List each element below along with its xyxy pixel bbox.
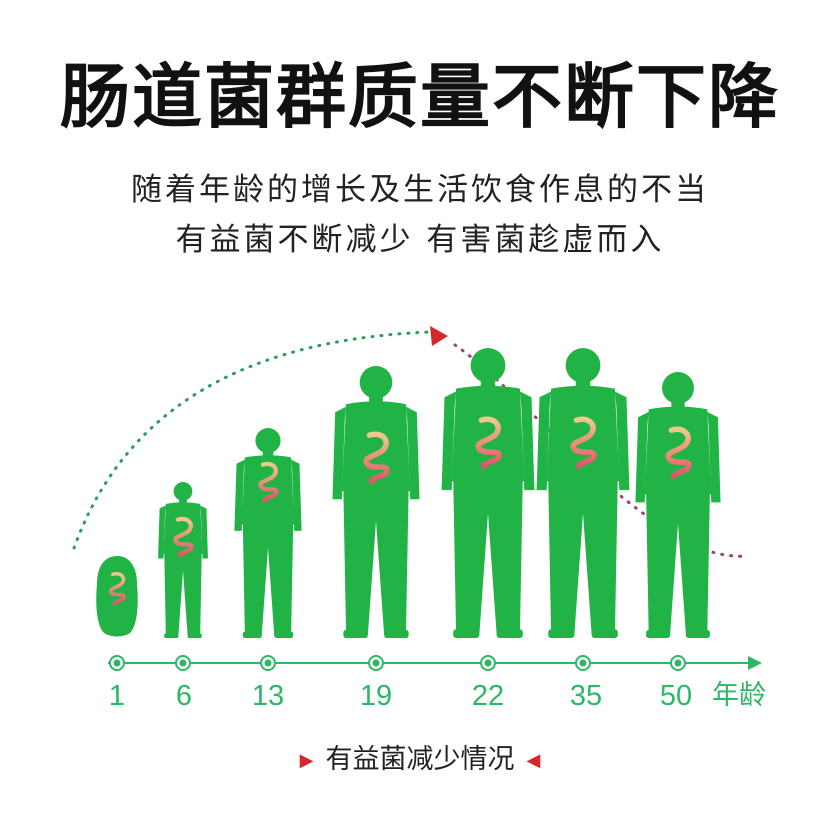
age-label-50: 50 bbox=[659, 680, 693, 712]
legend: ▶ 有益菌减少情况 ◀ bbox=[0, 742, 840, 779]
person-silhouette-icon bbox=[441, 348, 535, 638]
legend-triangle-left-icon: ◀ bbox=[526, 749, 541, 771]
age-label-6: 6 bbox=[175, 680, 193, 712]
person-silhouette-icon bbox=[332, 366, 420, 638]
growth-curve bbox=[72, 326, 750, 558]
arrow-head-icon bbox=[430, 326, 448, 346]
subtitle-line-2: 有益菌不断减少 有害菌趁虚而入 bbox=[175, 222, 665, 258]
timeline-dots bbox=[109, 655, 686, 671]
timeline-dot bbox=[260, 655, 276, 671]
timeline-dot bbox=[670, 655, 686, 671]
page-title: 肠道菌群质量不断下降 bbox=[60, 56, 780, 138]
age-label-1: 1 bbox=[108, 680, 126, 712]
timeline-dot bbox=[175, 655, 191, 671]
age-label-19: 19 bbox=[359, 680, 393, 712]
person-silhouette-icon bbox=[635, 372, 721, 638]
figure-group bbox=[96, 348, 721, 638]
age-label-13: 13 bbox=[251, 680, 285, 712]
person-silhouette-icon bbox=[158, 482, 208, 638]
subtitle-line-1: 随着年龄的增长及生活饮食作息的不当 bbox=[131, 172, 709, 208]
timeline-dot bbox=[368, 655, 384, 671]
timeline-dot bbox=[480, 655, 496, 671]
timeline-arrow-icon bbox=[748, 656, 762, 670]
age-axis-label: 年龄 bbox=[712, 680, 766, 711]
person-silhouette-icon bbox=[96, 556, 138, 637]
age-label-22: 22 bbox=[471, 680, 505, 712]
legend-text: 有益菌减少情况 bbox=[325, 744, 515, 775]
timeline-dot bbox=[109, 655, 125, 671]
age-label-35: 35 bbox=[569, 680, 603, 712]
legend-triangle-right-icon: ▶ bbox=[299, 749, 314, 771]
rising-dotted-curve bbox=[72, 330, 432, 550]
person-silhouette-icon bbox=[234, 428, 302, 638]
timeline-dot bbox=[575, 655, 591, 671]
person-silhouette-icon bbox=[536, 348, 630, 638]
